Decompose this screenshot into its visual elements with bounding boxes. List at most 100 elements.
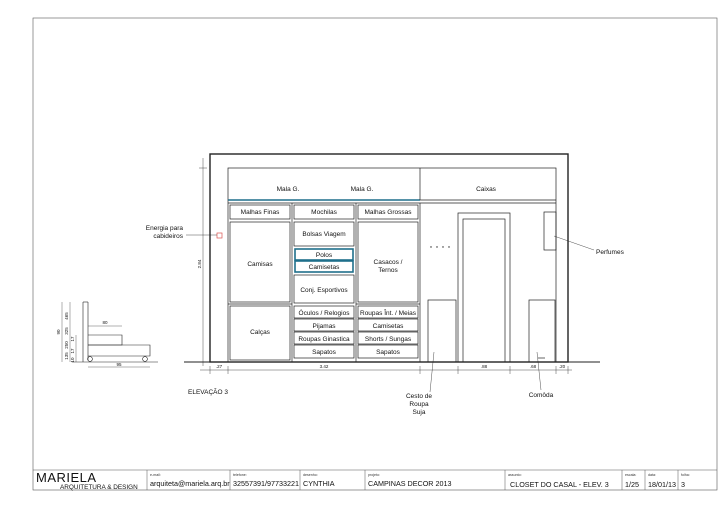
scale-value: 1/25 [625,480,639,489]
side-dim-80: 80 [102,320,108,325]
drawer-ginastica [293,331,355,345]
shelf-mochilas [293,204,355,220]
dimension-vertical [199,158,207,366]
dimension-horizontal [200,366,572,374]
side-dim-10: 10 [70,357,75,363]
dim-68: .68 [530,364,537,369]
labels: Mala G. Mala G. Caixas Malhas Finas Moch… [146,186,625,416]
date-caption: data: [648,473,656,477]
label-polos: Polos [316,252,333,259]
comoda-leader [536,351,542,391]
label-camisetas-top: Camisetas [309,264,340,271]
label-mochilas: Mochilas [311,209,337,216]
subject-value: CLOSET DO CASAL - ELEV. 3 [510,480,609,489]
laundry-basket [427,299,457,363]
title-block-frame [33,469,717,490]
label-malhas-finas: Malhas Finas [241,209,280,216]
sheet-border [32,17,718,491]
label-mala-1: Mala G. [277,186,300,193]
project-value: CAMPINAS DECOR 2013 [368,479,451,488]
scale-caption: escala: [625,473,636,477]
phone-value: 32557391/97733221 [233,479,299,488]
drawer-roupas-int [357,305,419,319]
drawer-pijamas [293,318,355,332]
perfumes-leader [553,235,595,251]
side-dim-90: 90 [56,329,61,335]
dim-27: .27 [216,364,223,369]
shelf-conj [293,274,355,304]
hang-casacos [357,221,419,303]
label-cesto-3: Suja [412,409,425,416]
side-dim-250: 250 [64,341,69,349]
energy-outlet-marker [216,232,223,239]
label-roupas-ginastica: Roupas Ginastica [298,336,350,343]
hang-camisas [229,221,291,303]
label-shorts: Shorts / Sungas [365,336,412,343]
label-oculos: Óculos / Relogios [299,308,351,317]
company-subtitle: ARQUITETURA & DESIGN [60,484,138,491]
side-dim-95: 95 [116,362,122,367]
perfume-cabinet [543,211,557,251]
mirror-door-inner [462,218,506,363]
label-calcas: Calças [250,329,271,336]
shelf-malhas-grossas [357,204,419,220]
side-dim-325: 325 [64,327,69,335]
label-malhas-grossas: Malhas Grossas [365,209,413,216]
label-conj-esportivos: Conj. Esportivos [300,287,348,294]
title-block: MARIELA ARQUITETURA & DESIGN e-mail: arq… [36,470,690,491]
side-dim-17b: 17 [70,348,75,354]
side-dim-17a: 17 [70,336,75,342]
sheet-caption: folha: [681,473,690,477]
email-value: arquiteta@mariela.arq.br [150,479,230,488]
dim-88: .88 [481,364,488,369]
dim-20: .20 [559,364,566,369]
shelf-malhas-finas [229,204,291,220]
dim-284: 2.84 [197,259,202,268]
subject-caption: assunto: [508,473,522,477]
drawer-camisetas [357,318,419,332]
drawer-caption: desenho: [303,473,318,477]
label-cesto-2: Roupa [409,401,429,408]
label-ternos: Ternos [378,267,398,274]
polos-box [294,248,354,261]
email-caption: e-mail: [150,473,161,477]
label-casacos: Casacos / [374,259,403,266]
label-mala-2: Mala G. [351,186,374,193]
drawer-sapatos-2 [357,344,419,359]
side-dim-135: 135 [64,352,69,360]
phone-caption: telefone: [233,473,247,477]
sheet-value: 3 [681,480,685,489]
label-camisetas-bottom: Camisetas [373,323,404,330]
date-value: 18/01/13 [648,480,676,489]
drawer-shorts [357,331,419,345]
drawer-sapatos-1 [293,344,355,359]
label-energia-2: cabideiros [153,233,183,240]
label-roupas-int: Roupas Înt. / Meias [360,308,417,317]
label-sapatos-1: Sapatos [312,349,337,356]
mirror-door [457,212,511,363]
shelf-bolsas [293,221,355,247]
label-pijamas: Pijamas [312,323,336,330]
label-bolsas-viagem: Bolsas Viagem [302,231,345,238]
label-sapatos-2: Sapatos [376,349,401,356]
label-camisas: Camisas [247,261,273,268]
dresser [528,299,556,363]
label-perfumes: Perfumes [596,249,625,256]
side-dim-465: 465 [64,312,69,320]
side-dims [61,302,150,368]
camisetas-box [294,260,354,273]
label-comoda: Comôda [529,392,554,399]
side-section [72,301,158,363]
dim-342: 3.42 [320,364,329,369]
label-cesto-1: Cesto de [406,393,432,400]
closet-elevation [184,153,600,363]
hooks [430,246,450,248]
label-energia-1: Energia para [146,225,184,232]
hang-calcas [229,305,291,361]
company-name: MARIELA [36,470,97,485]
dimension-labels: .27 3.42 .88 .68 .20 2.84 80 95 90 465 3… [56,259,566,369]
drawer-value: CYNTHIA [303,479,335,488]
project-caption: projeto: [368,473,380,477]
